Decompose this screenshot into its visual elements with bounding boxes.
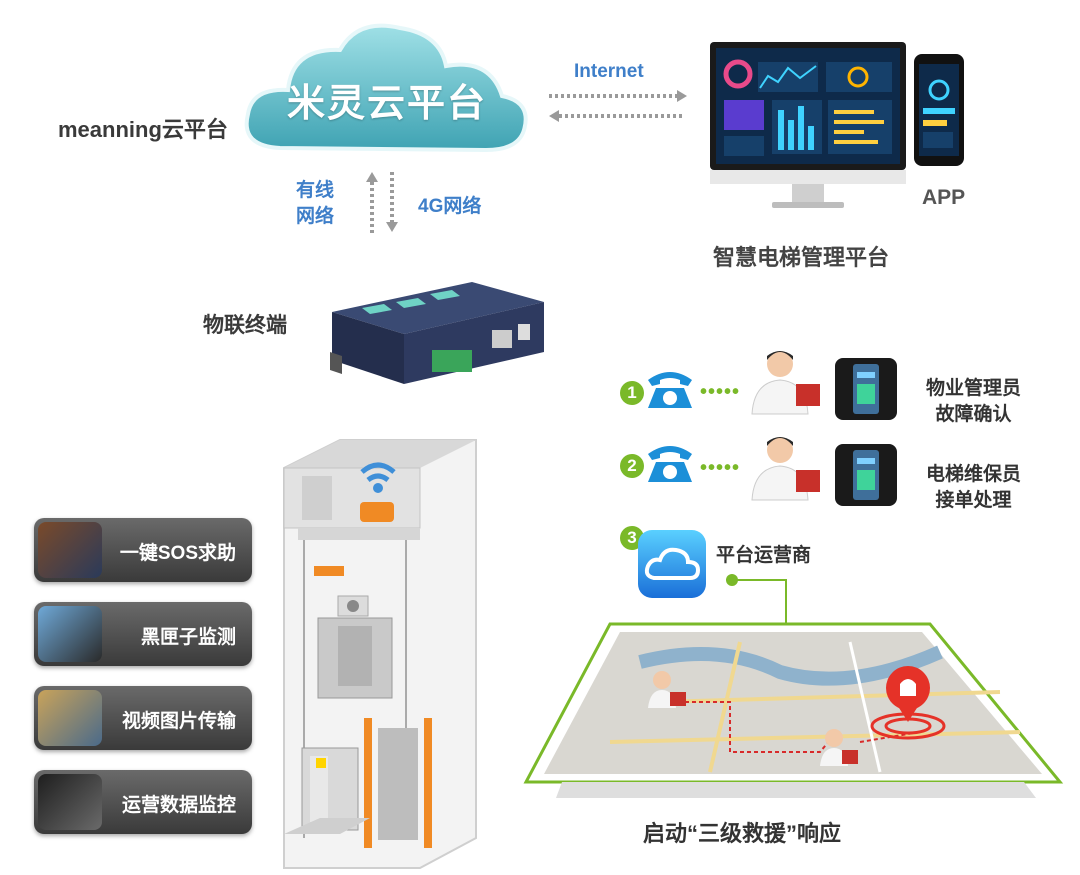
- connector-line-icon: [726, 574, 787, 628]
- 4g-network-label: 4G网络: [418, 196, 482, 217]
- vertical-arrows-icon: [366, 172, 398, 234]
- connector-dots-icon: •••••: [700, 457, 741, 479]
- feature-black-box: 黑匣子监测: [34, 602, 252, 666]
- elevator-shaft-icon: [283, 439, 477, 869]
- feature-label: 黑匣子监测: [140, 627, 236, 648]
- app-label: APP: [922, 186, 966, 209]
- smartphone-icon: [835, 358, 897, 420]
- telephone-icon: [648, 446, 692, 482]
- cloud-icon: [244, 23, 528, 153]
- platform-operator-label: 平台运营商: [716, 545, 812, 566]
- property-manager-icon: [751, 351, 820, 415]
- cloud-app-icon: [638, 530, 706, 598]
- management-platform-label: 智慧电梯管理平台: [713, 245, 890, 270]
- step-number: 2: [620, 454, 644, 478]
- cloud-platform-title: 米灵云平台: [286, 83, 487, 125]
- feature-video: 视频图片传输: [34, 686, 252, 750]
- step2-label: 电梯维保员 接单处理: [926, 464, 1022, 511]
- telephone-icon: [648, 372, 692, 408]
- maintenance-worker-icon: [751, 437, 820, 501]
- feature-data-monitor: 运营数据监控: [34, 770, 252, 834]
- cloud-subtitle: meanning云平台: [58, 117, 228, 142]
- rescue-map-icon: [523, 622, 1064, 798]
- step1-label: 物业管理员 故障确认: [926, 378, 1022, 425]
- monitor-icon: [710, 42, 964, 208]
- feature-sos: 一键SOS求助: [34, 518, 252, 582]
- smartphone-icon: [835, 444, 897, 506]
- rescue-response-caption: 启动“三级救援”响应: [643, 821, 842, 846]
- black-box-thumbnail-icon: [38, 606, 102, 662]
- video-thumbnail-icon: [38, 690, 102, 746]
- sos-thumbnail-icon: [38, 522, 102, 578]
- data-monitor-thumbnail-icon: [38, 774, 102, 830]
- step-number: 1: [620, 381, 644, 405]
- iot-terminal-label: 物联终端: [203, 314, 287, 337]
- internet-label: Internet: [574, 61, 644, 82]
- feature-label: 运营数据监控: [121, 795, 236, 816]
- wired-network-label: 有线 网络: [296, 180, 335, 227]
- iot-terminal-icon: [330, 282, 544, 384]
- feature-label: 一键SOS求助: [119, 543, 236, 564]
- feature-label: 视频图片传输: [121, 711, 236, 732]
- connector-dots-icon: •••••: [700, 381, 741, 403]
- internet-arrows-icon: [549, 90, 687, 122]
